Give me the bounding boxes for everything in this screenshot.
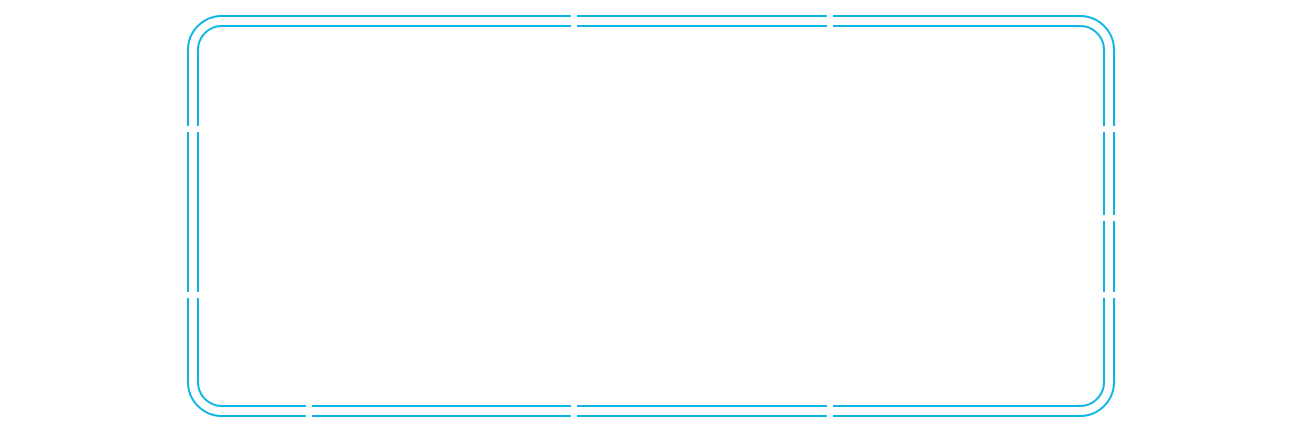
gap-right-1 xyxy=(1101,126,1117,132)
gap-left-2 xyxy=(185,292,201,298)
outer-border xyxy=(187,15,1115,417)
gap-bottom-2 xyxy=(571,403,577,419)
gap-bottom-1 xyxy=(306,403,312,419)
gap-top-1 xyxy=(571,13,577,29)
gap-left-1 xyxy=(185,126,201,132)
gap-top-2 xyxy=(827,13,833,29)
inner-border xyxy=(197,25,1105,407)
gap-right-2 xyxy=(1101,215,1117,221)
gap-bottom-3 xyxy=(827,403,833,419)
gap-right-3 xyxy=(1101,292,1117,298)
border-gaps xyxy=(185,13,1117,419)
